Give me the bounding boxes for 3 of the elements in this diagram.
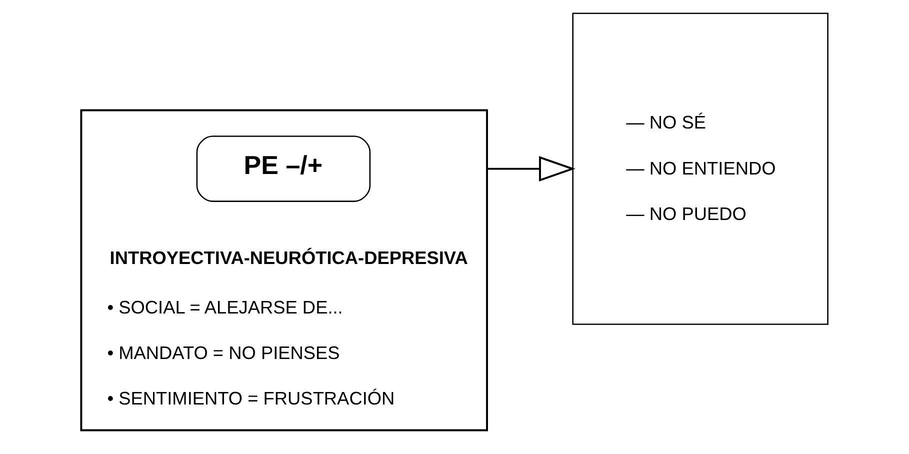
node-box: PE –/+ bbox=[196, 136, 371, 202]
node-box: — NO SÉ — NO ENTIENDO — NO PUEDO bbox=[572, 12, 828, 325]
arrow bbox=[487, 156, 576, 182]
